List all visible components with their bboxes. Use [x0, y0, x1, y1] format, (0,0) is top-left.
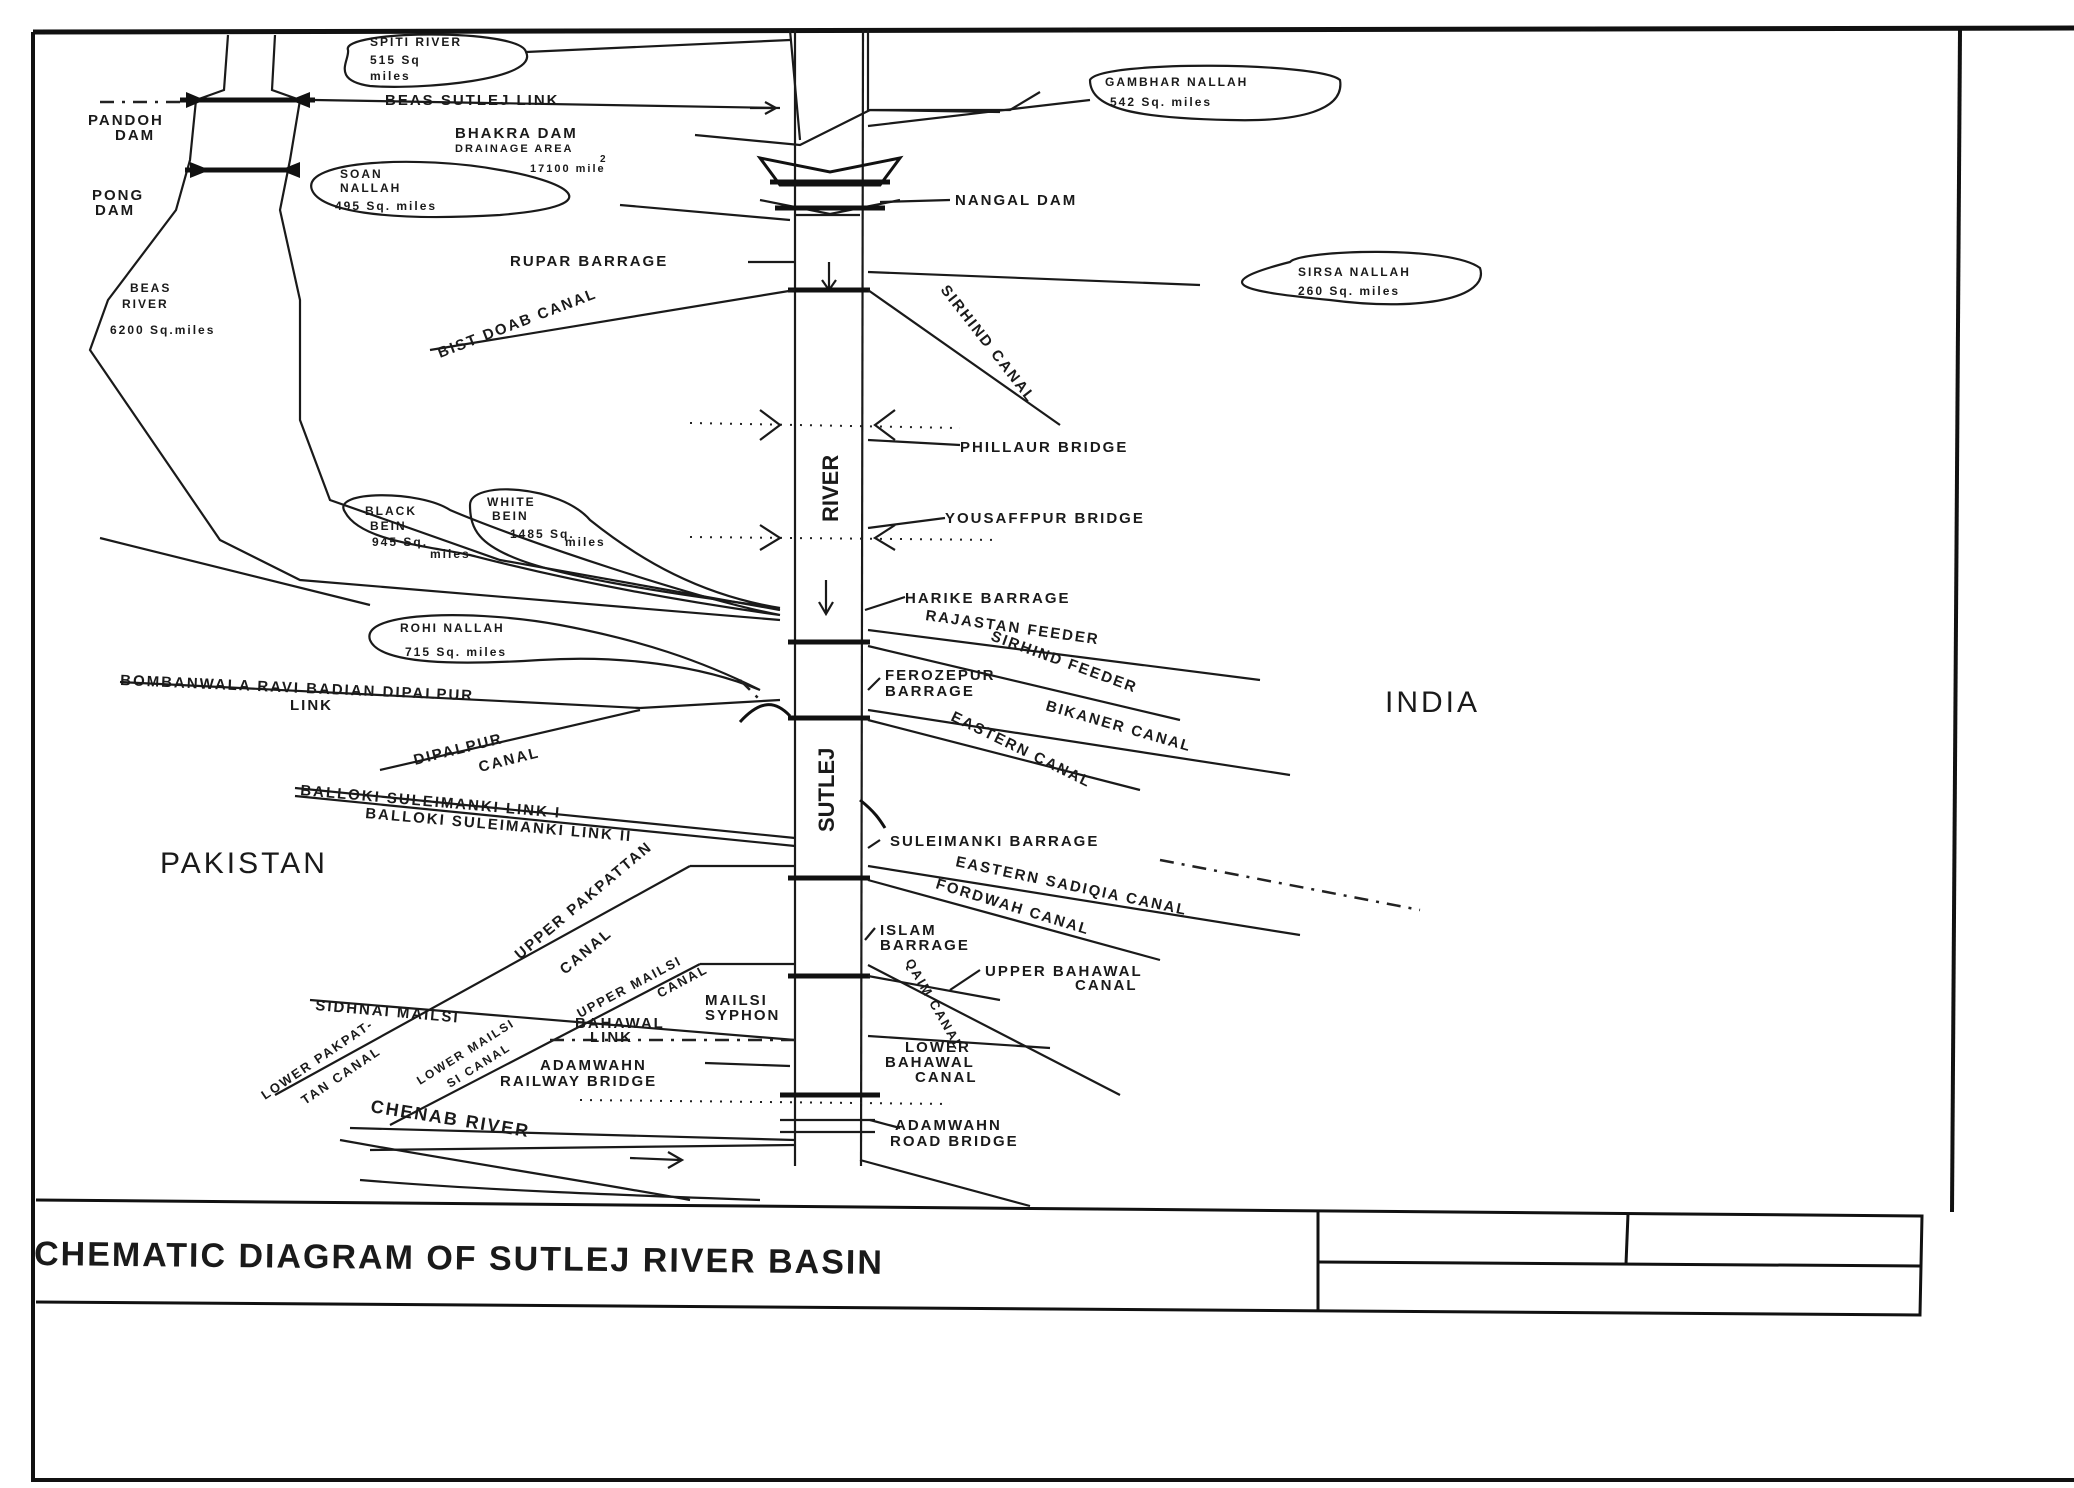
gambhar-label: GAMBHAR NALLAH [1105, 75, 1248, 89]
lower-bahawal-label2: BAHAWAL [885, 1054, 975, 1071]
white-bein-unit: miles [565, 535, 606, 549]
gambhar-area-label: 542 Sq. miles [1110, 95, 1212, 109]
country-label-india: INDIA [1385, 686, 1480, 719]
islam-label: ISLAM [880, 922, 937, 939]
diagram-title: CHEMATIC DIAGRAM OF SUTLEJ RIVER BASIN [34, 1235, 884, 1282]
pandoh-label: PANDOH [88, 112, 164, 129]
spiti-river-label: SPITI RIVER [370, 35, 462, 49]
white-bein-label: WHITE [487, 495, 536, 509]
sidhnai-mailsi-label2: BAHAWAL [575, 1015, 665, 1032]
bhakra-label4: 17100 mile [530, 163, 606, 175]
sirsa-area-label: 260 Sq. miles [1298, 284, 1400, 298]
yousaffpur-label: YOUSAFFPUR BRIDGE [945, 510, 1145, 527]
barrage-bars [788, 287, 870, 979]
sirsa-label: SIRSA NALLAH [1298, 265, 1411, 279]
islam-label2: BARRAGE [880, 937, 970, 954]
pakistan-canals [119, 679, 796, 1152]
bhakra-label3: 2 [600, 154, 608, 165]
bhakra-label: BHAKRA DAM [455, 125, 578, 142]
black-bein-area: 945 Sq. [372, 535, 428, 549]
pong-label2: DAM [95, 202, 135, 219]
spiti-area-label: 515 Sq [370, 53, 421, 67]
bhakra-catchment [788, 29, 1001, 141]
soan-label: SOAN [340, 167, 383, 181]
bhakra-label2: DRAINAGE AREA [455, 143, 574, 155]
rohi-area-label: 715 Sq. miles [405, 645, 507, 659]
river-label: RIVER [818, 455, 843, 522]
adamwahn-road-label: ADAMWAHN [895, 1117, 1002, 1134]
lower-bahawal-label: LOWER [905, 1039, 971, 1056]
suleimanki-label: SULEIMANKI BARRAGE [890, 833, 1099, 850]
sutlej-label: SUTLEJ [814, 748, 839, 832]
sidhnai-mailsi-label3: LINK [590, 1029, 633, 1046]
chenab-river [339, 1138, 1031, 1208]
tributary-labels: SPITI RIVER 515 Sq miles GAMBHAR NALLAH … [110, 35, 1411, 659]
upper-bahawal-label: UPPER BAHAWAL [985, 963, 1143, 980]
tributary-outlines [99, 33, 1483, 692]
india-canals [429, 288, 1421, 1096]
adamwahn-rail-label: ADAMWAHN [540, 1057, 647, 1074]
country-label-pakistan: PAKISTAN [160, 847, 328, 880]
spiti-unit-label: miles [370, 69, 411, 83]
beas-river-name: BEAS [130, 281, 171, 295]
ferozepur-label: FEROZEPUR [885, 667, 996, 684]
black-bein-label: BLACK [365, 504, 417, 518]
nangal-label: NANGAL DAM [955, 192, 1077, 209]
bhakra-dam-symbol [756, 155, 904, 217]
beas-river-name2: RIVER [122, 297, 169, 311]
harike-label: HARIKE BARRAGE [905, 590, 1071, 607]
rohi-label: ROHI NALLAH [400, 621, 505, 635]
mailsi-syphon-label2: SYPHON [705, 1007, 780, 1024]
soan-label2: NALLAH [340, 181, 401, 195]
bridges [579, 409, 1001, 1134]
white-bein-area: 1485 Sq. [510, 527, 575, 541]
beas-river-area: 6200 Sq.miles [110, 323, 215, 337]
pong-label: PONG [92, 187, 144, 204]
white-bein-label2: BEIN [492, 509, 529, 523]
phillaur-label: PHILLAUR BRIDGE [960, 439, 1128, 456]
beas-sutlej-link-label: BEAS SUTLEJ LINK [385, 92, 560, 109]
leader-lines [704, 198, 981, 1130]
lower-bahawal-label3: CANAL [915, 1069, 978, 1086]
mailsi-syphon-label: MAILSI [705, 992, 768, 1009]
ferozepur-label2: BARRAGE [885, 683, 975, 700]
title-block: CHEMATIC DIAGRAM OF SUTLEJ RIVER BASIN [34, 1198, 1924, 1317]
bombanwala-label2: LINK [290, 697, 333, 714]
structure-labels: PANDOH DAM PONG DAM BEAS SUTLEJ LINK BHA… [88, 92, 1145, 1150]
rupar-label: RUPAR BARRAGE [510, 253, 668, 270]
pandoh-label2: DAM [115, 127, 155, 144]
adamwahn-road-label2: ROAD BRIDGE [890, 1133, 1019, 1150]
black-bein-label2: BEIN [370, 519, 407, 533]
soan-area-label: 495 Sq. miles [335, 199, 437, 213]
black-bein-unit: miles [430, 547, 471, 561]
beas-river-channel [88, 34, 1041, 622]
adamwahn-rail-label2: RAILWAY BRIDGE [500, 1073, 657, 1090]
upper-bahawal-label2: CANAL [1075, 977, 1138, 994]
